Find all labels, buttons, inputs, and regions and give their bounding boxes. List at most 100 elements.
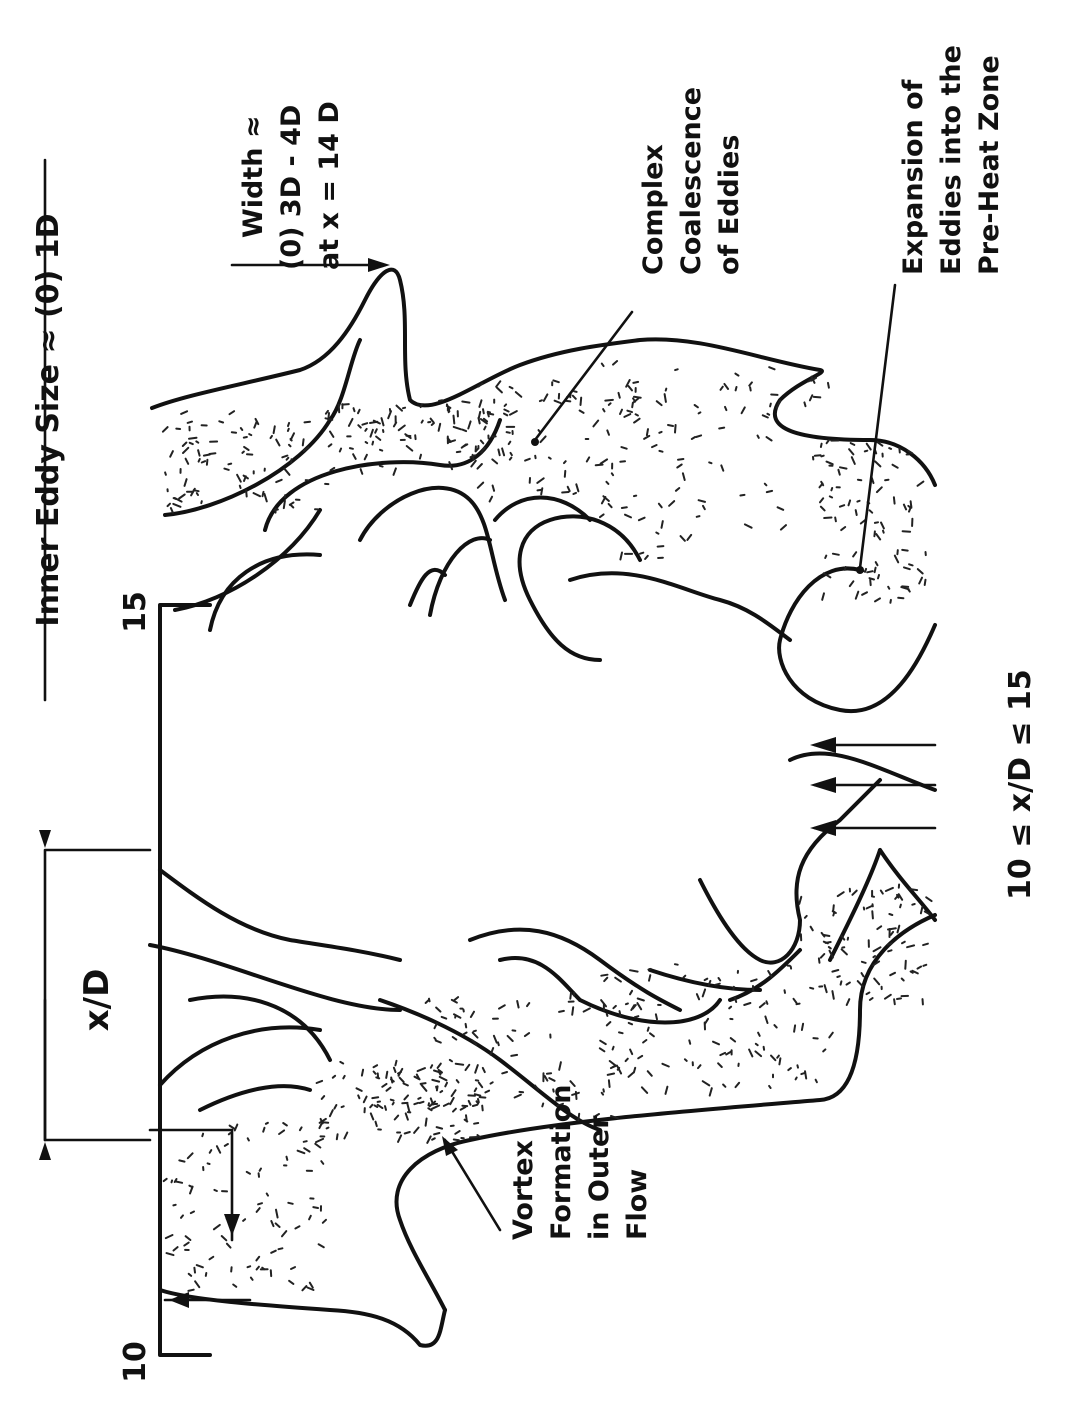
stipple-mark: [382, 418, 384, 425]
stipple-mark: [633, 382, 638, 383]
stipple-mark: [897, 895, 899, 898]
stipple-mark: [767, 414, 769, 415]
stipple-mark: [333, 1076, 335, 1078]
stipple-mark: [870, 998, 873, 1000]
stipple-mark: [889, 914, 892, 915]
stipple-mark: [894, 999, 895, 1004]
stipple-mark: [399, 426, 405, 431]
stipple-mark: [289, 445, 291, 447]
stipple-mark: [395, 1116, 399, 1120]
stipple-mark: [778, 507, 784, 510]
stipple-mark: [733, 987, 734, 990]
stipple-mark: [358, 425, 361, 427]
stipple-mark: [484, 427, 485, 430]
stipple-mark: [199, 459, 200, 462]
stipple-mark: [602, 364, 604, 367]
stipple-mark: [457, 1080, 459, 1082]
stipple-mark: [830, 496, 832, 497]
stipple-mark: [198, 450, 200, 455]
stipple-mark: [570, 993, 571, 999]
stipple-mark: [474, 1031, 476, 1032]
stipple-mark: [319, 1124, 321, 1128]
stipple-mark: [197, 1265, 203, 1267]
stipple-mark: [418, 1098, 420, 1099]
stipple-mark: [304, 1148, 309, 1151]
stipple-mark: [450, 1098, 453, 1104]
stipple-mark: [478, 483, 483, 488]
stipple-mark: [576, 484, 578, 491]
stipple-mark: [201, 501, 202, 503]
expansion-label-line3: Pre-Heat Zone: [974, 55, 1005, 275]
stipple-mark: [274, 510, 278, 511]
stipple-mark: [279, 1248, 283, 1249]
stipple-mark: [703, 506, 705, 509]
stipple-mark: [609, 1080, 610, 1087]
upper-flame-brush: [152, 270, 935, 712]
stipple-mark: [840, 505, 844, 507]
stipple-mark: [394, 423, 396, 427]
stipple-mark: [666, 389, 667, 391]
stipple-mark: [767, 437, 772, 440]
stipple-mark: [678, 459, 683, 460]
stipple-mark: [923, 944, 928, 945]
stipple-mark: [436, 1087, 437, 1089]
stipple-mark: [703, 989, 705, 996]
stipple-mark: [540, 400, 542, 401]
stipple-mark: [875, 461, 880, 466]
stipple-mark: [210, 1257, 214, 1260]
stipple-mark: [494, 1036, 497, 1043]
arrow-head-2: [810, 777, 836, 793]
stipple-mark: [224, 469, 228, 470]
stipple-mark: [630, 970, 638, 971]
stipple-mark: [329, 444, 332, 446]
stipple-mark: [343, 1076, 344, 1079]
stipple-mark: [867, 571, 872, 572]
stipple-mark: [403, 408, 405, 409]
stipple-mark: [179, 1160, 184, 1161]
stipple-mark: [304, 1141, 307, 1142]
stipple-mark: [244, 437, 247, 438]
stipple-mark: [699, 412, 701, 413]
stipple-mark: [719, 428, 724, 429]
stipple-mark: [799, 897, 801, 904]
stipple-mark: [432, 1080, 439, 1082]
stipple-mark: [893, 465, 898, 468]
stipple-mark: [173, 1205, 175, 1206]
stipple-mark: [426, 1119, 427, 1126]
stipple-mark: [274, 426, 275, 433]
stipple-mark: [228, 464, 231, 465]
expansion-label-line2: Eddies into the: [936, 45, 967, 275]
stipple-mark: [639, 518, 645, 521]
stipple-mark: [321, 1161, 323, 1164]
stipple-mark: [881, 523, 884, 529]
stipple-mark: [725, 407, 726, 410]
stipple-mark: [361, 469, 363, 474]
stipple-mark: [883, 531, 884, 533]
stipple-mark: [895, 556, 898, 563]
stipple-mark: [823, 1049, 825, 1051]
stipple-mark: [867, 444, 871, 450]
stipple-mark: [466, 1115, 467, 1121]
stipple-mark: [584, 1008, 590, 1011]
stipple-mark: [713, 1042, 719, 1045]
stipple-mark: [505, 404, 507, 406]
stipple-mark: [365, 455, 367, 460]
stipple-mark: [394, 1068, 396, 1072]
stipple-mark: [902, 979, 904, 981]
stipple-mark: [695, 405, 698, 407]
stipple-mark: [315, 1144, 320, 1148]
stipple-mark: [498, 450, 499, 456]
stipple-mark: [710, 1088, 712, 1095]
stipple-mark: [276, 1210, 278, 1218]
stipple-mark: [322, 1096, 325, 1099]
stipple-mark: [919, 578, 922, 584]
stipple-mark: [183, 448, 188, 453]
stipple-mark: [649, 975, 650, 981]
stipple-mark: [464, 1033, 467, 1035]
stipple-mark: [298, 1151, 305, 1154]
stipple-mark: [600, 1041, 606, 1044]
stipple-mark: [453, 1109, 456, 1112]
stipple-mark: [918, 967, 922, 969]
stipple-mark: [857, 501, 859, 502]
stipple-mark: [189, 438, 197, 439]
